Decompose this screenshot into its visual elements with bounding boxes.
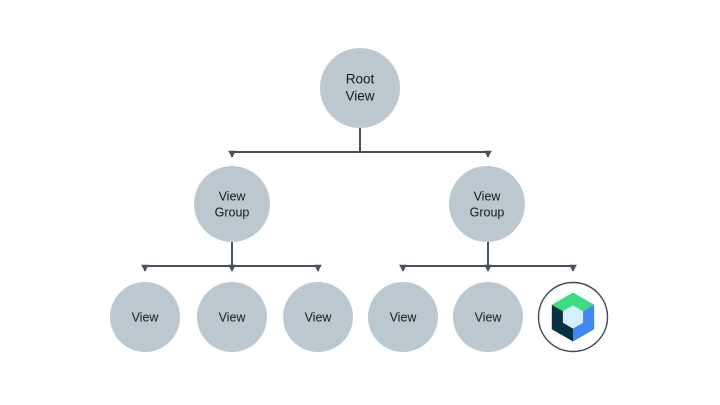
compose-logo-center-hexagon [562, 305, 584, 329]
node-view-2[interactable]: View [197, 282, 267, 352]
node-circle-view-3 [283, 282, 353, 352]
node-view-4[interactable]: View [368, 282, 438, 352]
node-compose[interactable] [537, 281, 609, 353]
node-label-view-5: View [475, 310, 503, 324]
node-circle-view-group-left [194, 166, 270, 242]
node-view-1[interactable]: View [110, 282, 180, 352]
edge-group [141, 128, 577, 272]
compose-logo-top-face [551, 292, 595, 317]
node-label-view-3: View [305, 310, 333, 324]
node-view-group-left[interactable]: View Group [194, 166, 270, 242]
node-circle-view-group-right [449, 166, 525, 242]
node-view-5[interactable]: View [453, 282, 523, 352]
node-view-group-right[interactable]: View Group [449, 166, 525, 242]
jetpack-compose-logo [551, 292, 595, 342]
node-circle-view-1 [110, 282, 180, 352]
node-label-view-2: View [219, 310, 247, 324]
node-label-view-group-left-line2: Group [215, 205, 250, 219]
node-label-view-4: View [390, 310, 418, 324]
node-circle-view-5 [453, 282, 523, 352]
node-label-view-1: View [132, 310, 160, 324]
node-label-root-view-line2: View [345, 89, 374, 104]
node-label-view-group-left-line1: View [219, 189, 247, 203]
node-view-3[interactable]: View [283, 282, 353, 352]
node-label-view-group-right-line2: Group [470, 205, 505, 219]
node-label-view-group-right-line1: View [474, 189, 502, 203]
node-circle-view-2 [197, 282, 267, 352]
node-circle-view-4 [368, 282, 438, 352]
node-root-view[interactable]: Root View [320, 48, 400, 128]
node-label-root-view-line1: Root [346, 72, 375, 87]
node-circle-root-view [320, 48, 400, 128]
